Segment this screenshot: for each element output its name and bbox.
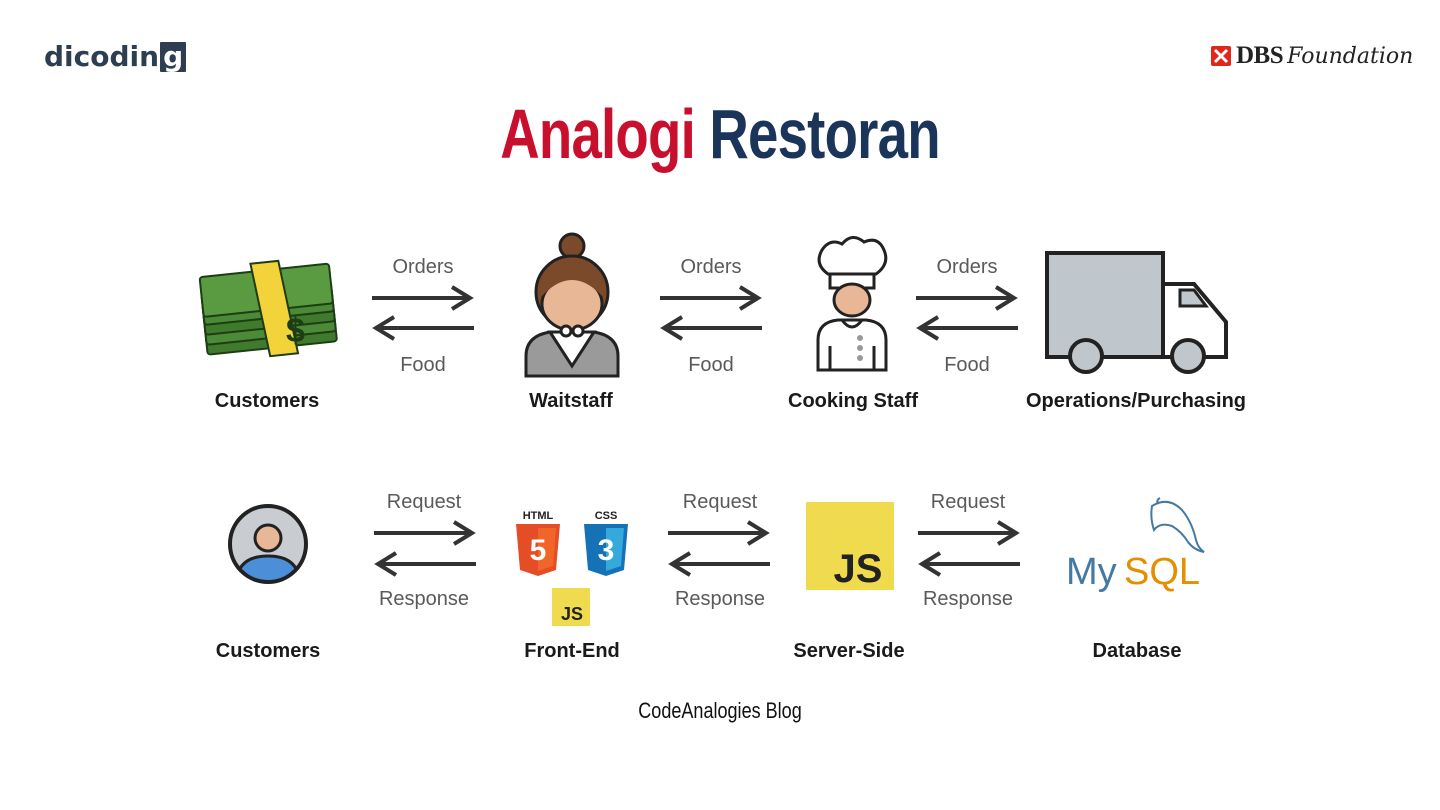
page-title: Analogi Restoran bbox=[158, 94, 1281, 174]
js-small-text: JS bbox=[561, 604, 583, 624]
node-label-cooking-staff: Cooking Staff bbox=[788, 390, 918, 412]
dollar-sign: $ bbox=[286, 312, 305, 350]
truck-icon bbox=[1045, 251, 1228, 374]
arrow-back-2 bbox=[660, 315, 762, 341]
arrow-label-response-1: Response bbox=[378, 588, 470, 610]
source-caption: CodeAnalogies Blog bbox=[638, 698, 802, 723]
mysql-sql: SQL bbox=[1124, 551, 1200, 593]
arrow-label-food-1: Food bbox=[400, 354, 446, 376]
arrow-label-orders-2: Orders bbox=[680, 256, 742, 278]
title-word-1: Analogi bbox=[500, 95, 696, 173]
css-three: 3 bbox=[598, 534, 615, 567]
node-label-front-end: Front-End bbox=[524, 640, 620, 662]
waiter-icon bbox=[524, 232, 620, 378]
node-label-operations: Operations/Purchasing bbox=[1025, 390, 1247, 412]
dbs-foundation-logo: DBS Foundation bbox=[1210, 42, 1413, 70]
arrow-back-6 bbox=[918, 551, 1020, 577]
html-css-js-icon: HTML 5 CSS 3 JS bbox=[516, 510, 628, 626]
chef-icon bbox=[816, 236, 888, 372]
arrow-back-5 bbox=[668, 551, 770, 577]
node-label-customers-top: Customers bbox=[214, 390, 320, 412]
css-text: CSS bbox=[595, 510, 618, 522]
js-icon: JS bbox=[806, 502, 894, 591]
node-label-customers-bottom: Customers bbox=[215, 640, 321, 662]
arrow-forward-5 bbox=[668, 520, 770, 546]
arrow-forward-6 bbox=[918, 520, 1020, 546]
arrow-label-request-3: Request bbox=[930, 491, 1006, 513]
dicoding-logo-text: dicodin bbox=[44, 40, 160, 73]
node-label-server-side: Server-Side bbox=[793, 640, 905, 662]
mysql-icon: My SQL bbox=[1066, 497, 1205, 593]
arrow-forward-1 bbox=[372, 285, 474, 311]
arrow-label-food-3: Food bbox=[944, 354, 990, 376]
node-label-database: Database bbox=[1092, 640, 1182, 662]
dicoding-logo-box: g bbox=[160, 41, 187, 72]
html-text: HTML bbox=[523, 510, 554, 522]
arrow-back-4 bbox=[374, 551, 476, 577]
arrow-label-response-3: Response bbox=[922, 588, 1014, 610]
arrow-label-response-2: Response bbox=[674, 588, 766, 610]
arrow-forward-2 bbox=[660, 285, 762, 311]
arrow-label-request-1: Request bbox=[386, 491, 462, 513]
money-icon: $ bbox=[198, 259, 338, 358]
arrow-label-orders-3: Orders bbox=[936, 256, 998, 278]
mysql-my: My bbox=[1066, 551, 1117, 593]
arrow-back-1 bbox=[372, 315, 474, 341]
arrow-label-request-2: Request bbox=[682, 491, 758, 513]
node-label-waitstaff: Waitstaff bbox=[529, 390, 613, 412]
title-word-2: Restoran bbox=[709, 95, 940, 173]
dbs-sub: Foundation bbox=[1287, 43, 1414, 69]
arrow-forward-3 bbox=[916, 285, 1018, 311]
dbs-star-icon bbox=[1211, 46, 1231, 66]
dbs-brand: DBS bbox=[1236, 42, 1284, 69]
html-five: 5 bbox=[530, 534, 547, 567]
arrow-label-orders-1: Orders bbox=[392, 256, 454, 278]
js-big-text: JS bbox=[834, 547, 883, 591]
arrow-back-3 bbox=[916, 315, 1018, 341]
arrow-forward-4 bbox=[374, 520, 476, 546]
user-avatar-icon bbox=[228, 504, 308, 584]
arrow-label-food-2: Food bbox=[688, 354, 734, 376]
